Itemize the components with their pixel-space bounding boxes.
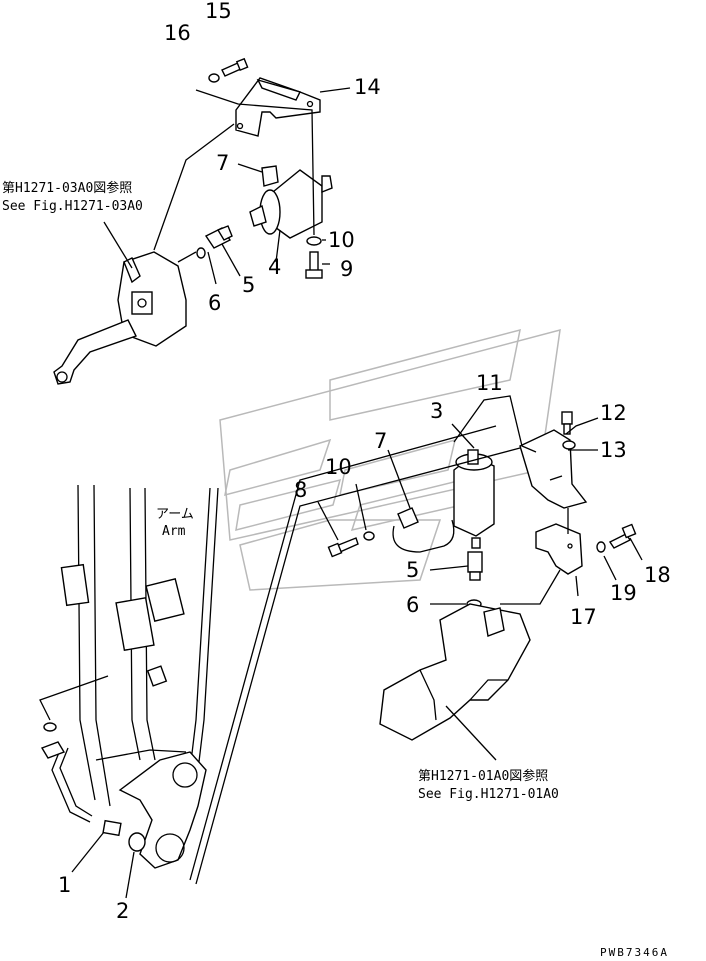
oring-6-top xyxy=(196,247,206,259)
adapter-5-top xyxy=(204,225,233,249)
bolt-15 xyxy=(221,57,249,77)
callout-12: 12 xyxy=(600,401,627,425)
callout-19: 19 xyxy=(610,581,637,605)
washer-10-right xyxy=(363,531,375,541)
callout-11: 11 xyxy=(476,371,503,395)
reference-bottom-jp: 第H1271-01A0図参照 xyxy=(418,768,548,784)
washer-10-top xyxy=(306,236,322,246)
callout-3: 3 xyxy=(430,399,443,423)
valve-bracket-right xyxy=(379,603,531,741)
callout-7-right: 7 xyxy=(374,429,387,453)
accumulator-3 xyxy=(453,449,495,549)
callout-15: 15 xyxy=(205,0,232,23)
callout-17: 17 xyxy=(570,605,597,629)
callout-18: 18 xyxy=(644,563,671,587)
callout-10-top: 10 xyxy=(328,228,355,252)
callout-5-right: 5 xyxy=(406,558,419,582)
callout-13: 13 xyxy=(600,438,627,462)
callout-6-top: 6 xyxy=(208,291,221,315)
bolt-18 xyxy=(608,523,637,549)
callout-10-right: 10 xyxy=(325,455,352,479)
leader-lines-top xyxy=(103,87,351,285)
callout-1: 1 xyxy=(58,873,71,897)
pedal-block-top xyxy=(53,251,187,385)
drawing-code: PWB7346A xyxy=(600,946,669,959)
bracket-11 xyxy=(519,429,588,509)
bolt-8 xyxy=(327,537,359,558)
pipe-arm xyxy=(39,675,109,823)
bracket-17 xyxy=(535,523,583,575)
reference-top-en: See Fig.H1271-03A0 xyxy=(2,199,143,214)
callout-16: 16 xyxy=(164,21,191,45)
callout-4: 4 xyxy=(268,255,281,279)
callout-8: 8 xyxy=(294,478,307,502)
callout-14: 14 xyxy=(354,75,381,99)
watermark-logo xyxy=(219,328,561,591)
arm-label-jp: アーム xyxy=(156,507,194,522)
callout-9: 9 xyxy=(340,257,353,281)
adapter-1 xyxy=(102,819,122,837)
callout-2: 2 xyxy=(116,899,129,923)
washer-19 xyxy=(596,541,606,553)
washer-13 xyxy=(562,440,576,450)
reference-bottom-en: See Fig.H1271-01A0 xyxy=(418,787,559,802)
clamp-7-right xyxy=(392,507,455,553)
callout-5-top: 5 xyxy=(242,273,255,297)
arm-body xyxy=(77,484,219,869)
adapter-5-right xyxy=(467,551,483,581)
callout-6-right: 6 xyxy=(406,593,419,617)
accumulator-4 xyxy=(249,169,333,239)
oring-2 xyxy=(128,832,146,852)
reference-top-jp: 第H1271-03A0図参照 xyxy=(2,180,132,196)
clamp-7-top xyxy=(261,165,279,187)
leader-lines-arm xyxy=(71,831,135,899)
leader-lines-right xyxy=(189,395,643,885)
washer-16 xyxy=(208,73,220,83)
arm-label-en: Arm xyxy=(162,524,186,539)
bolt-9 xyxy=(305,251,323,279)
valve-blocks-arm xyxy=(60,563,185,687)
callout-7-top: 7 xyxy=(216,151,229,175)
